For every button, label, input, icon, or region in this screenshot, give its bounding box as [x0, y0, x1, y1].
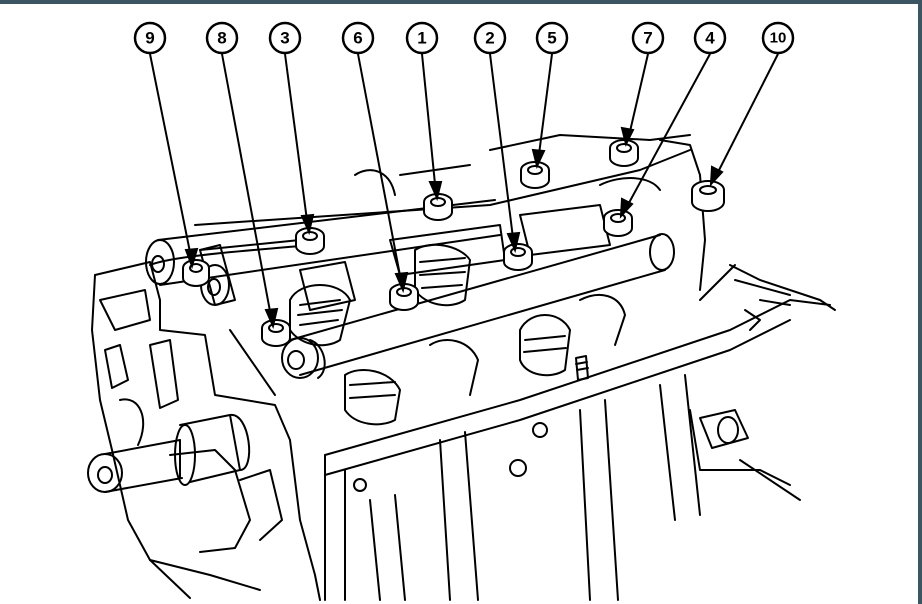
bolt-9 [182, 259, 210, 287]
bearing-cap-frame [149, 134, 706, 396]
callout-1: 1 [405, 21, 439, 55]
window-top-border [0, 0, 922, 4]
callout-9: 9 [133, 21, 167, 55]
callout-3: 3 [268, 21, 302, 55]
window-right-border [918, 0, 922, 604]
bolt-3 [295, 227, 325, 255]
bolt-2 [503, 243, 533, 271]
engine-block [91, 261, 321, 601]
bolt-8 [261, 319, 291, 347]
callout-7-label: 7 [643, 29, 652, 48]
callout-7: 7 [631, 21, 665, 55]
callout-2-label: 2 [485, 29, 494, 48]
oil-pan-flange [324, 264, 836, 601]
bolt-4 [603, 209, 633, 237]
callout-5: 5 [535, 21, 569, 55]
callout-3-label: 3 [280, 29, 289, 48]
dowel-pin [575, 355, 589, 381]
bolt-10 [691, 180, 725, 212]
callout-6: 6 [341, 21, 375, 55]
callout-9-label: 9 [145, 29, 154, 48]
bolt-5 [520, 161, 550, 189]
callout-2: 2 [473, 21, 507, 55]
callout-8: 8 [205, 21, 239, 55]
callout-10: 10 [761, 21, 795, 55]
callout-6-label: 6 [353, 29, 362, 48]
crankshaft-nose [87, 414, 251, 493]
callout-5-label: 5 [547, 29, 556, 48]
crank-journals [289, 243, 626, 426]
callout-4-label: 4 [705, 29, 715, 48]
callout-8-label: 8 [217, 29, 226, 48]
front-rail [281, 233, 675, 379]
callout-4: 4 [693, 21, 727, 55]
bolt-1 [423, 193, 453, 221]
drain-plug [689, 409, 801, 501]
leader-lines [149, 53, 779, 330]
callout-10-label: 10 [770, 30, 787, 47]
callout-1-label: 1 [417, 29, 426, 48]
bolt-7 [609, 139, 639, 167]
